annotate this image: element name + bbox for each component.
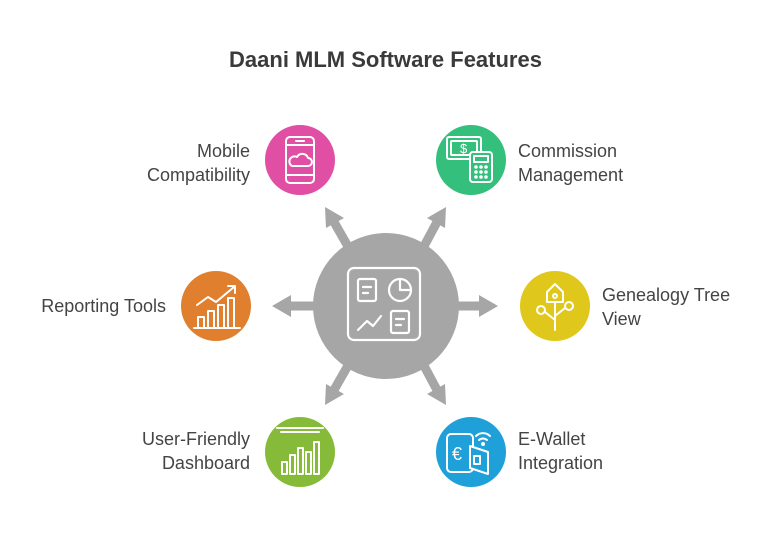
- cash-calculator-icon: $: [446, 136, 493, 183]
- svg-text:€: €: [452, 444, 462, 464]
- label-commission-line2: Management: [518, 165, 624, 185]
- tree-hierarchy-icon: [536, 283, 574, 331]
- page-title: Daani MLM Software Features: [229, 47, 542, 72]
- label-genealogy-line2: View: [602, 309, 641, 329]
- node-reporting: [181, 271, 251, 341]
- label-mobile-line2: Compatibility: [146, 165, 250, 185]
- label-dashboard-line1: User-Friendly: [141, 429, 250, 449]
- label-ewallet-line1: E-Wallet: [518, 429, 586, 449]
- label-dashboard-line2: Dashboard: [161, 453, 250, 473]
- label-genealogy-line1: Genealogy Tree: [602, 285, 731, 305]
- arrow-genealogy: [454, 295, 498, 317]
- smartphone-cloud-icon: [285, 136, 315, 184]
- node-genealogy: [520, 271, 590, 341]
- label-genealogy: Genealogy Tree View: [602, 283, 730, 331]
- label-commission: Commission Management: [518, 139, 623, 187]
- hub-node: [313, 233, 459, 379]
- node-dashboard: [265, 417, 335, 487]
- arrow-commission: [418, 207, 446, 253]
- growth-chart-icon: [193, 285, 241, 329]
- arrow-reporting: [272, 295, 318, 317]
- label-ewallet-line2: Integration: [518, 453, 604, 473]
- label-reporting: Reporting Tools: [41, 294, 166, 318]
- node-ewallet: €: [436, 417, 506, 487]
- node-commission: $: [436, 125, 506, 195]
- bar-dashboard-icon: [276, 427, 324, 475]
- euro-wallet-icon: €: [446, 432, 491, 475]
- arrow-dashboard: [325, 359, 354, 405]
- label-reporting-line1: Reporting Tools: [41, 296, 166, 316]
- label-mobile: Mobile Compatibility: [147, 139, 250, 187]
- dashboard-widgets-icon: [346, 266, 422, 342]
- arrow-ewallet: [418, 359, 446, 405]
- label-mobile-line1: Mobile: [196, 141, 250, 161]
- label-ewallet: E-Wallet Integration: [518, 427, 603, 475]
- label-dashboard: User-Friendly Dashboard: [142, 427, 250, 475]
- label-commission-line1: Commission: [518, 141, 618, 161]
- svg-text:$: $: [460, 141, 468, 156]
- arrow-mobile: [325, 207, 354, 253]
- node-mobile: [265, 125, 335, 195]
